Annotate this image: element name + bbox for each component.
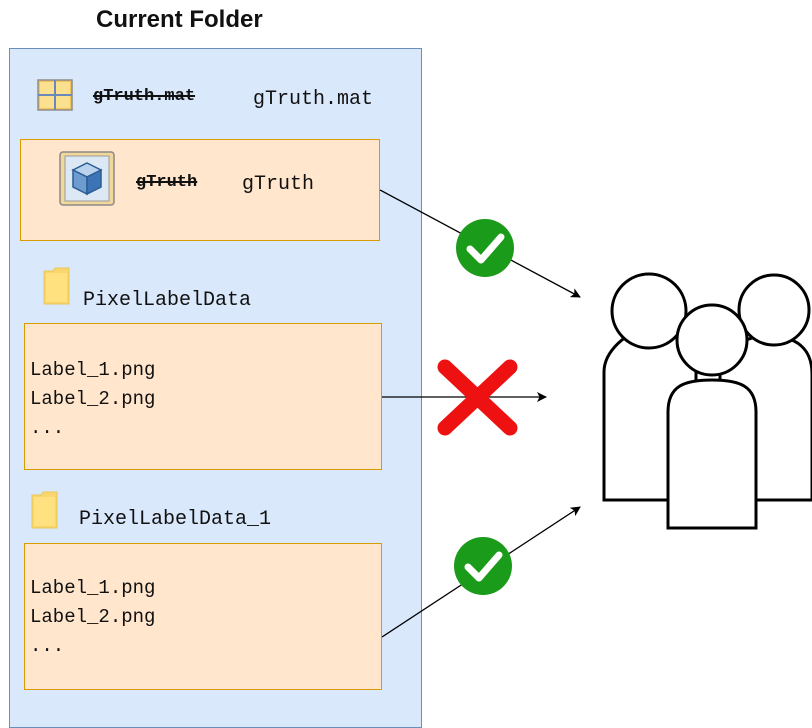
folder-name: PixelLabelData: [83, 289, 252, 312]
user-group-icon: [602, 272, 812, 530]
file-list: Label_1.png Label_2.png ...: [30, 356, 155, 443]
variable-new-name: gTruth: [242, 173, 315, 196]
folder-contents-box: [24, 323, 382, 470]
mat-file-new-name: gTruth.mat: [253, 88, 374, 111]
mat-file-grid-icon: [37, 79, 73, 111]
folder-contents-box: [24, 543, 382, 690]
list-item: Label_1.png: [30, 577, 156, 599]
folder-icon: [31, 491, 58, 529]
workspace-object-icon: [59, 151, 115, 206]
variable-old-name: gTruth: [136, 173, 198, 192]
cross-icon: [437, 359, 518, 436]
diagram-title: Current Folder: [96, 6, 263, 33]
folder-icon: [43, 267, 70, 305]
list-item: Label_1.png: [30, 359, 156, 381]
list-item: ...: [30, 635, 65, 657]
list-item: ...: [30, 417, 65, 439]
folder-name: PixelLabelData_1: [79, 508, 272, 531]
check-icon: [454, 537, 512, 595]
list-item: Label_2.png: [30, 388, 156, 410]
file-list: Label_1.png Label_2.png ...: [30, 574, 155, 661]
check-icon: [456, 219, 514, 277]
mat-file-old-name: gTruth.mat: [93, 87, 196, 106]
list-item: Label_2.png: [30, 606, 156, 628]
